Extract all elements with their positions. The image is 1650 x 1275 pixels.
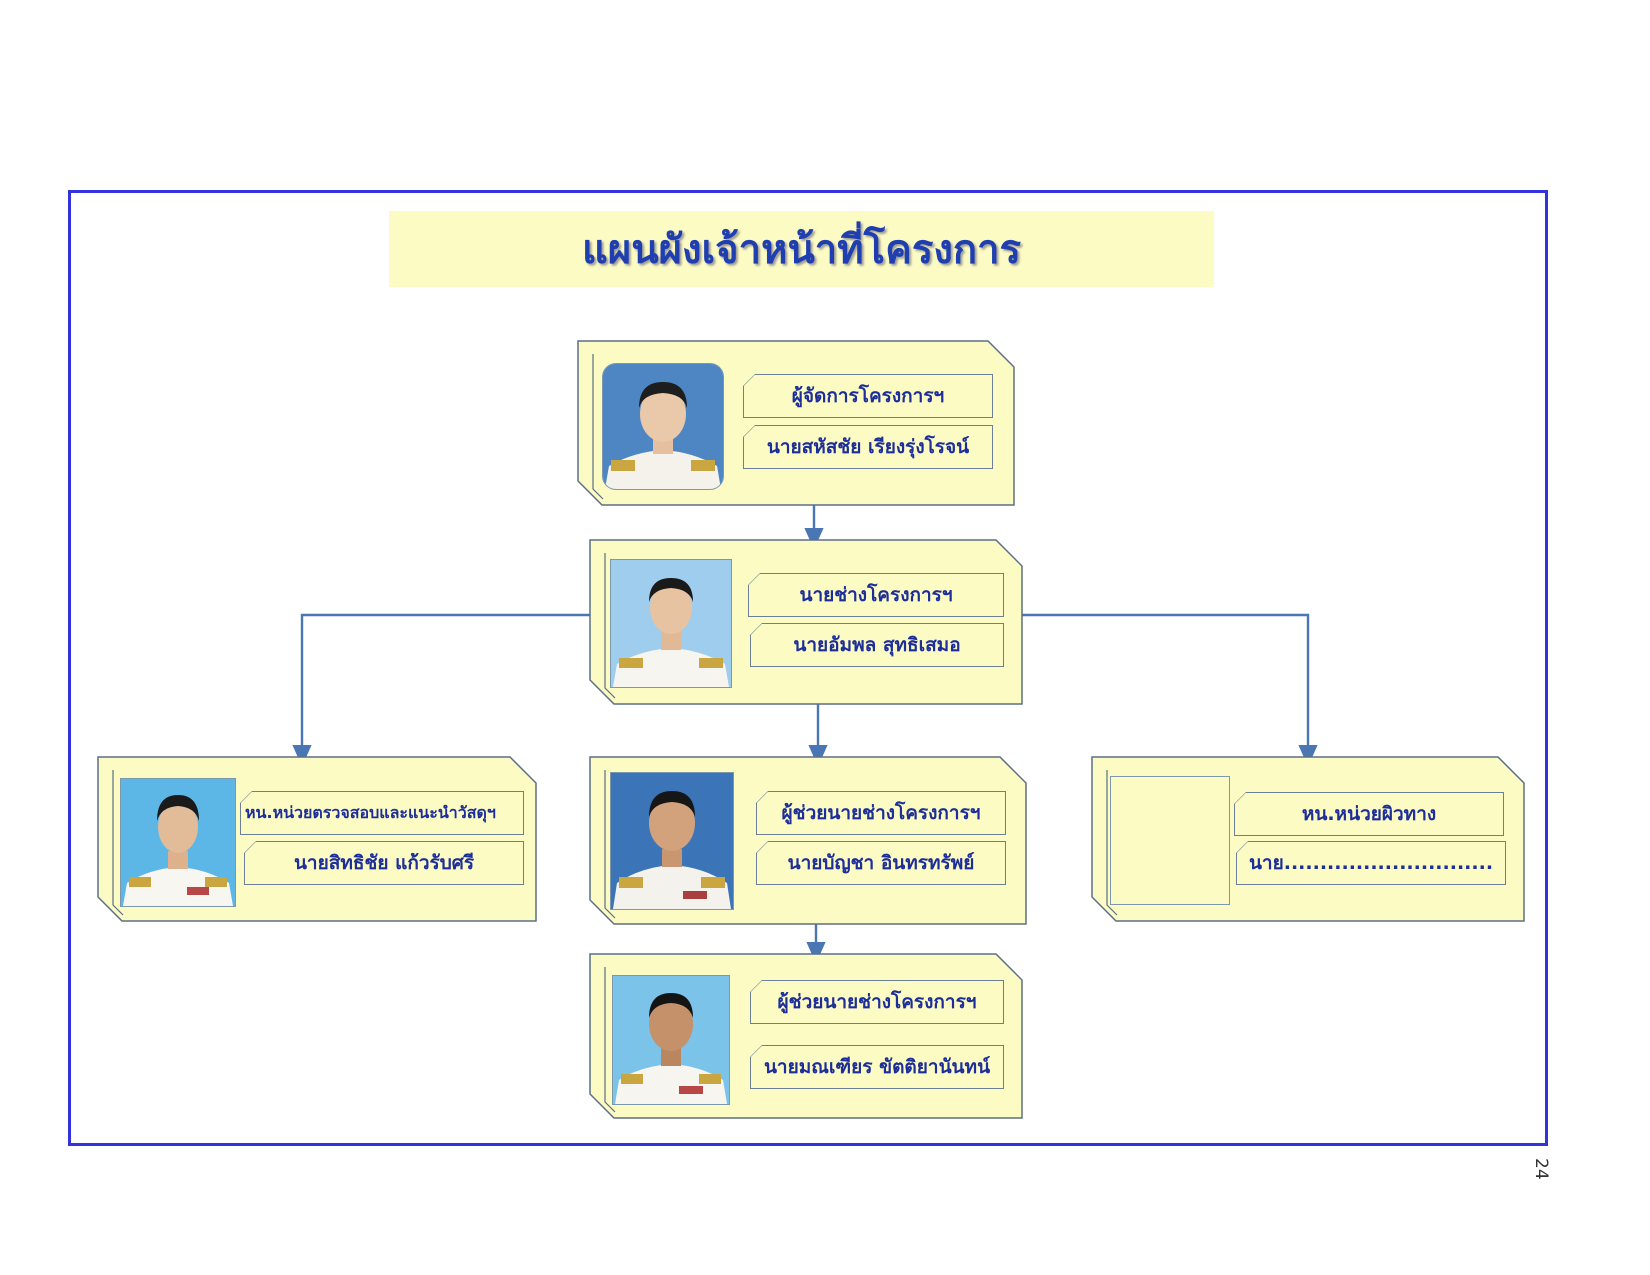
assistant-2-position-label: ผู้ช่วยนายช่างโครงการฯ: [750, 980, 1004, 1024]
person-silhouette-icon: [613, 976, 729, 1104]
surface-position-label: หน.หน่วยผิวทาง: [1234, 792, 1504, 836]
inspection-name-label: นายสิทธิชัย แก้วรับศรี: [244, 841, 524, 885]
inspection-photo: [120, 778, 236, 907]
manager-name-label: นายสหัสชัย เรียงรุ่งโรจน์: [743, 425, 993, 469]
assistant-2-name-label: นายมณเฑียร ขัตติยานันทน์: [750, 1045, 1004, 1089]
assistant-2-photo: [612, 975, 730, 1105]
person-silhouette-icon: [611, 560, 731, 687]
org-card-assistant-2: ผู้ช่วยนายช่างโครงการฯ นายมณเฑียร ขัตติย…: [589, 953, 1023, 1119]
assistant-1-position-label: ผู้ช่วยนายช่างโครงการฯ: [756, 791, 1006, 835]
connector-engineer-inspection: [292, 613, 590, 767]
manager-position-label: ผู้จัดการโครงการฯ: [743, 374, 993, 418]
person-silhouette-icon: [611, 773, 733, 909]
surface-photo-placeholder: [1110, 776, 1230, 905]
surface-name-label: นาย.............................: [1236, 841, 1506, 885]
engineer-photo: [610, 559, 732, 688]
page-title: แผนผังเจ้าหน้าที่โครงการ: [581, 227, 1022, 273]
page-number: 24: [1531, 1158, 1551, 1180]
org-card-inspection: หน.หน่วยตรวจสอบและแนะนำวัสดุฯ นายสิทธิชั…: [97, 756, 537, 922]
person-silhouette-icon: [603, 364, 723, 489]
diagram-frame: [68, 190, 1548, 1146]
assistant-1-name-label: นายบัญชา อินทรทรัพย์: [756, 841, 1006, 885]
manager-photo: [602, 363, 724, 490]
org-card-engineer: นายช่างโครงการฯ นายอัมพล สุทธิเสมอ: [589, 539, 1023, 705]
engineer-position-label: นายช่างโครงการฯ: [748, 573, 1004, 617]
connector-engineer-surface: [1022, 613, 1318, 767]
person-silhouette-icon: [121, 779, 235, 906]
title-banner: แผนผังเจ้าหน้าที่โครงการ: [389, 211, 1214, 287]
org-card-surface: หน.หน่วยผิวทาง นาย......................…: [1091, 756, 1525, 922]
inspection-position-label: หน.หน่วยตรวจสอบและแนะนำวัสดุฯ: [240, 791, 524, 835]
engineer-name-label: นายอัมพล สุทธิเสมอ: [750, 623, 1004, 667]
org-card-manager: ผู้จัดการโครงการฯ นายสหัสชัย เรียงรุ่งโร…: [577, 340, 1015, 506]
assistant-1-photo: [610, 772, 734, 910]
org-card-assistant-1: ผู้ช่วยนายช่างโครงการฯ นายบัญชา อินทรทรั…: [589, 756, 1027, 925]
